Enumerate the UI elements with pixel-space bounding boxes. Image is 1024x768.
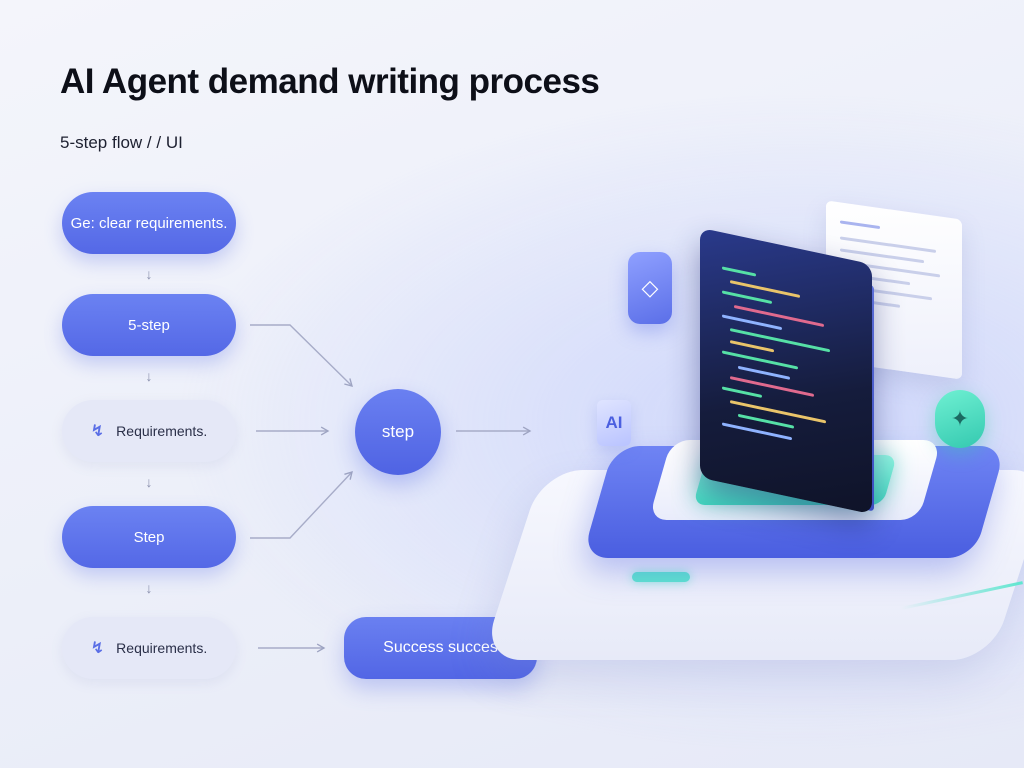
flow-step-1[interactable]: Ge: clear requirements. (62, 192, 236, 254)
sparkle-icon: ✦ (935, 390, 985, 448)
flow-step-5[interactable]: ↯ Requirements. (62, 617, 236, 679)
ai-tile: AI (597, 400, 631, 446)
connector-step4-to-hub (250, 470, 353, 539)
flow-hub-label: step (381, 422, 415, 441)
document-card (826, 200, 962, 380)
bolt-icon: ↯ (90, 423, 105, 440)
flow-hub-step[interactable]: step (355, 389, 441, 475)
ai-tile-label: AI (605, 413, 623, 432)
flow-step-2-label: 5-step (128, 316, 170, 334)
screen-edge (860, 282, 874, 512)
platform-top-layer (648, 440, 942, 520)
flow-step-2[interactable]: 5-step (62, 294, 236, 356)
connector-step2-to-hub (250, 324, 353, 387)
flow-step-4-label: Step (133, 528, 165, 546)
platform-blue-layer (581, 446, 1007, 558)
flow-step-1-label: Ge: clear requirements. (70, 214, 228, 232)
platform-glow-layer (692, 455, 898, 505)
flow-step-5-label: Requirements. (116, 640, 208, 656)
platform-base (481, 470, 1024, 660)
page-subtitle: 5-step flow / / UI (60, 133, 183, 152)
flow-success[interactable]: Success succes (344, 617, 537, 679)
chevron-down-icon: ↓ (145, 580, 153, 596)
bolt-icon: ↯ (90, 640, 105, 657)
chevron-down-icon: ↓ (145, 474, 153, 490)
code-screen (700, 227, 872, 515)
page-title: AI Agent demand writing process (60, 62, 600, 101)
diamond-icon: ◇ (628, 252, 672, 324)
flow-success-label: Success succes (383, 639, 498, 656)
glow-edge (901, 581, 1023, 610)
chevron-down-icon: ↓ (145, 266, 153, 282)
flow-step-3-label: Requirements. (116, 423, 208, 439)
flow-step-3[interactable]: ↯ Requirements. (62, 400, 236, 462)
flow-step-4[interactable]: Step (62, 506, 236, 568)
chevron-down-icon: ↓ (145, 368, 153, 384)
glow-strip (632, 572, 690, 582)
